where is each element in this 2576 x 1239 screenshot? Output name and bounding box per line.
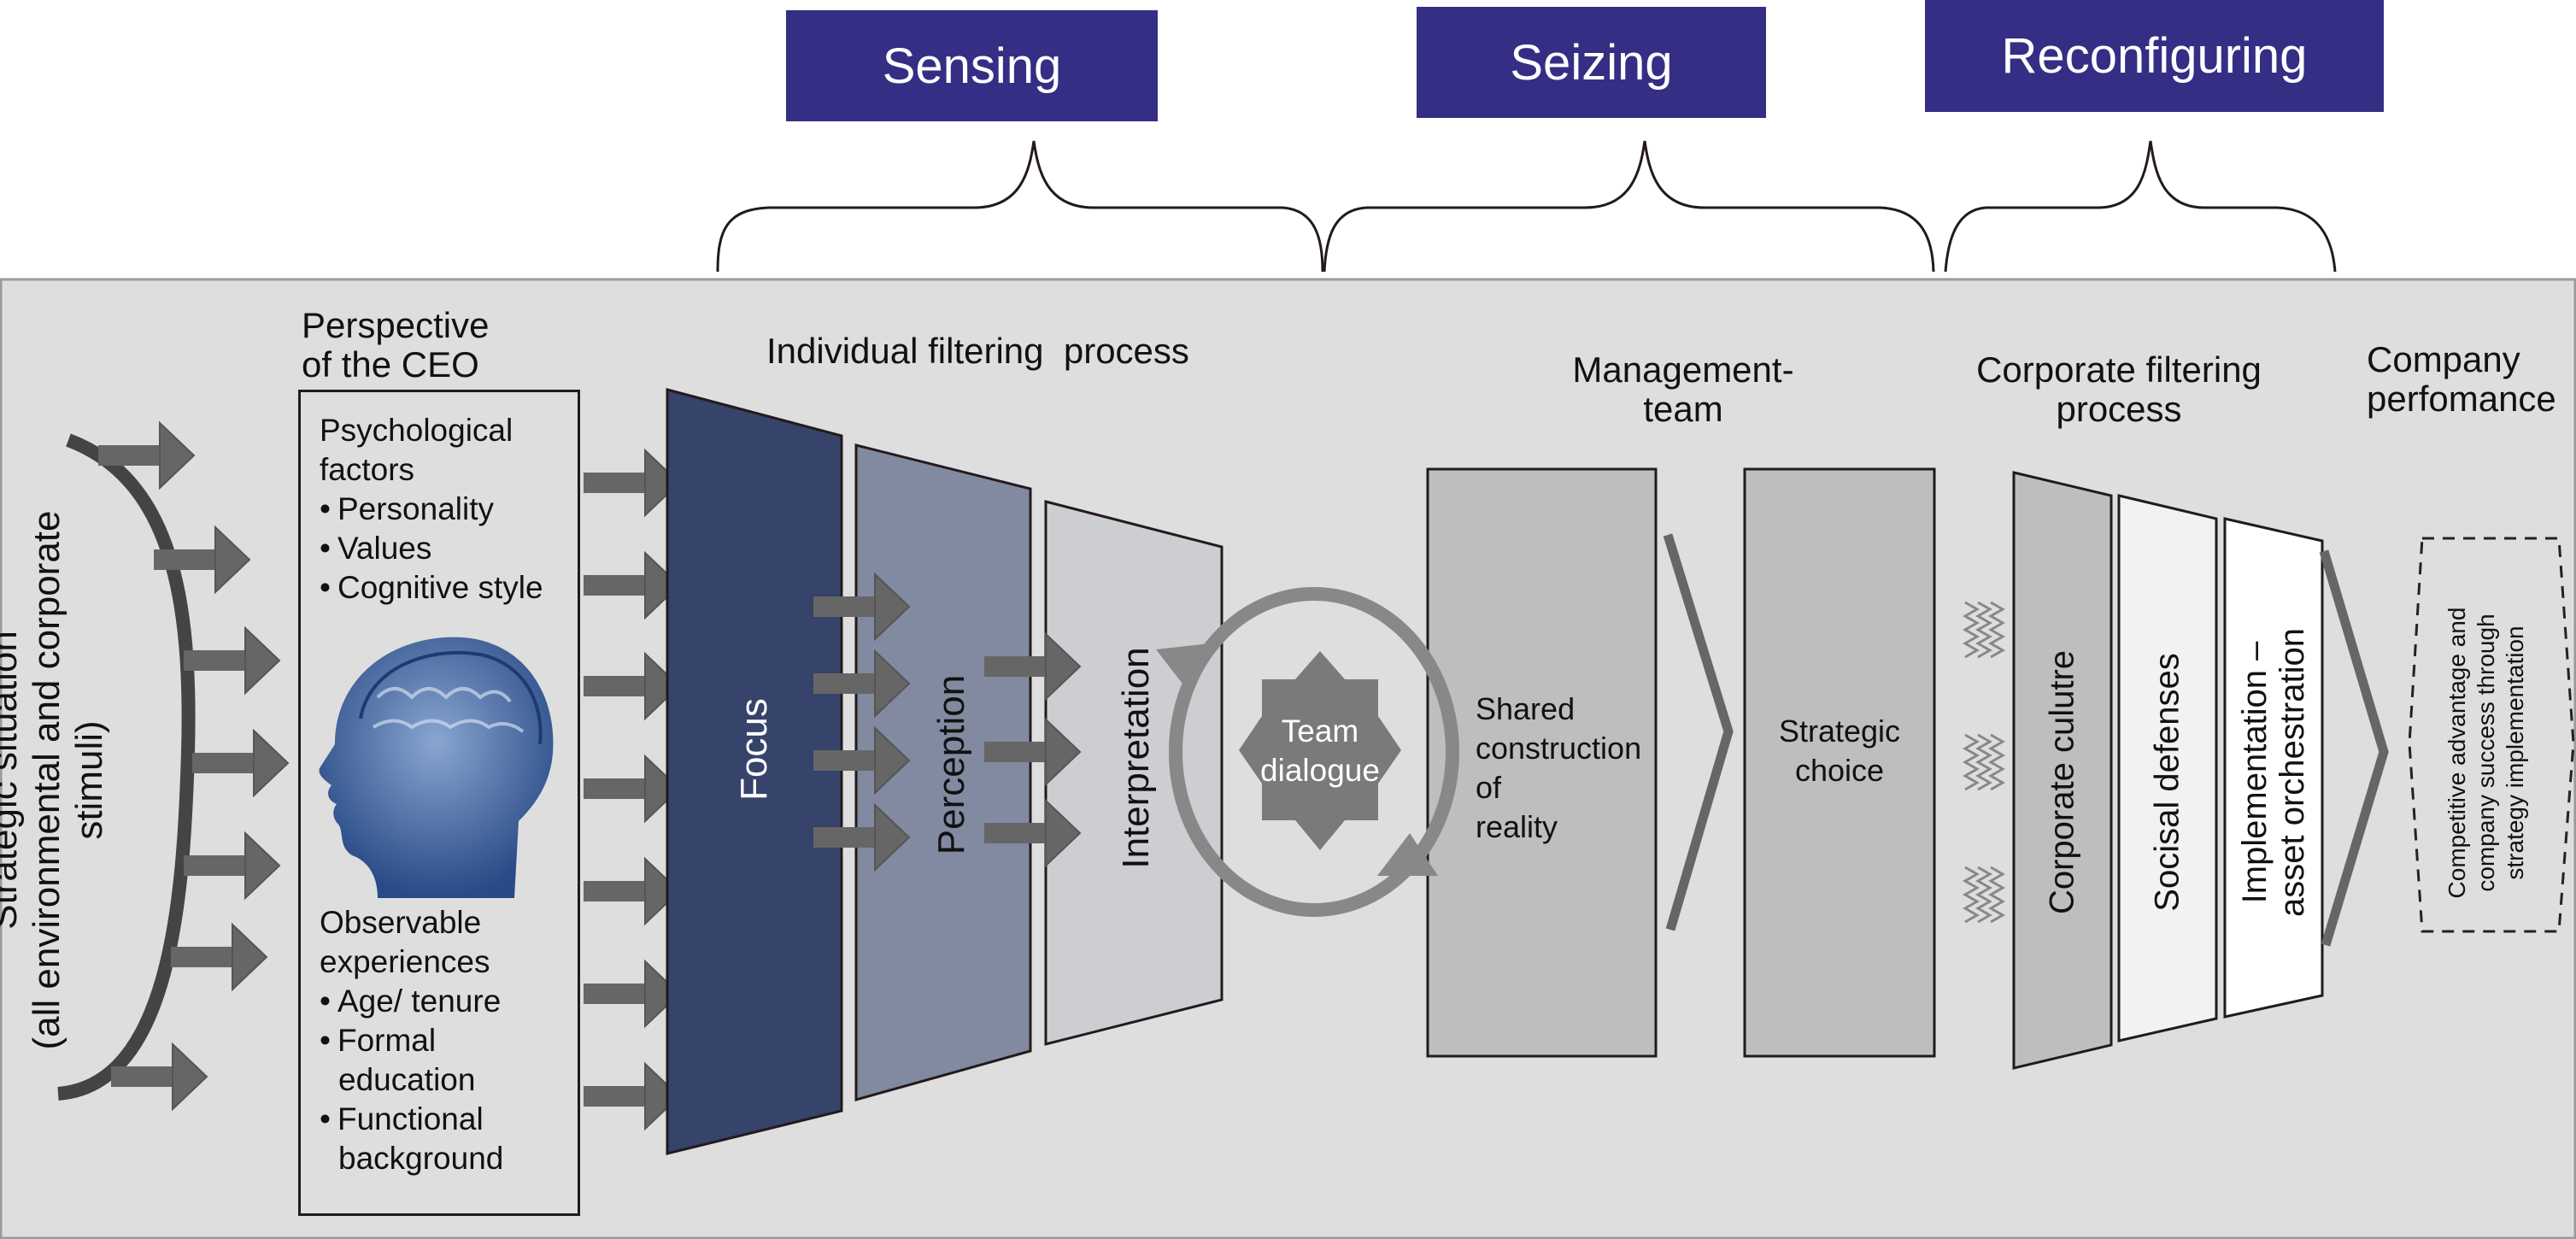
implementation-label: Implementation – asset orchestration: [2236, 628, 2311, 917]
list-item: Functional: [320, 1100, 503, 1139]
shared-construction-label: Shared construction of reality: [1476, 691, 1642, 844]
perception-to-interpretation-arrows: [983, 633, 1081, 866]
corporate-culture-stage: [2012, 471, 2113, 1070]
list-item: Cognitive style: [320, 568, 543, 608]
list-item: Personality: [320, 490, 543, 529]
corporate-filtering-title: Corporate filtering process: [1976, 349, 2262, 429]
perception-label: Perception: [930, 674, 972, 855]
list-item: background: [338, 1141, 504, 1176]
strategic-situation-label: Strategic situation (all environmental a…: [0, 510, 110, 1050]
phase-label: Sensing: [882, 38, 1062, 94]
wavy-lines: [1962, 601, 2006, 924]
social-defenses-label: Socisal defenses: [2148, 653, 2186, 912]
performance-outcome-label: Competitive advantage and company succes…: [2444, 607, 2528, 899]
phase-label: Seizing: [1510, 34, 1673, 91]
social-defenses-stage: [2117, 494, 2218, 1042]
cycle-arrowhead-bottom: [1377, 833, 1438, 876]
wave-icon: [1962, 601, 2006, 659]
brace-reconfiguring: [1944, 140, 2337, 273]
interpretation-label: Interpretation: [1115, 647, 1157, 869]
ceo-perspective-title: Perspective of the CEO: [302, 305, 490, 385]
ceo-perspective-box: Psychological factors Personality Values…: [298, 390, 580, 1216]
team-dialogue-star: [1239, 651, 1401, 850]
head-brain-icon: [319, 637, 554, 898]
list-item: education: [338, 1062, 476, 1097]
management-team-title: Management- team: [1572, 349, 1794, 429]
phase-label: Reconfiguring: [2001, 28, 2308, 84]
shared-construction-box: [1426, 467, 1658, 1058]
psychological-factors: Psychological factors Personality Values…: [320, 411, 543, 608]
list-item: Formal: [320, 1021, 503, 1060]
brace-seizing: [1323, 140, 1935, 273]
wave-icon: [1962, 866, 2006, 924]
wave-icon: [1962, 733, 2006, 791]
individual-filtering-title: Individual filtering process: [766, 331, 1189, 371]
phase-box-sensing: Sensing: [786, 10, 1158, 121]
company-performance-title: Company perfomance: [2367, 339, 2556, 419]
implementation-stage: [2223, 517, 2324, 1019]
chevron-to-strategic-choice: [1663, 533, 1734, 931]
focus-label: Focus: [733, 698, 775, 801]
chevron-to-performance: [2319, 549, 2389, 947]
team-dialogue-label: Team dialogue: [1260, 713, 1380, 788]
situation-arc: [57, 433, 196, 1101]
strategic-choice-label: Strategic choice: [1778, 713, 1901, 788]
corporate-culture-label: Corporate culutre: [2043, 649, 2081, 915]
list-item: Values: [320, 529, 543, 568]
phase-box-reconfiguring: Reconfiguring: [1925, 0, 2384, 112]
focus-stage: [666, 388, 843, 1155]
phase-box-seizing: Seizing: [1417, 7, 1766, 118]
strategic-choice-box: [1743, 467, 1936, 1058]
dialogue-cycle-ring: [1169, 587, 1459, 917]
observable-experiences: Observable experiences Age/ tenure Forma…: [320, 903, 503, 1178]
list-item: Age/ tenure: [320, 982, 503, 1021]
cycle-arrowhead-top: [1156, 643, 1218, 690]
brace-sensing: [716, 140, 1324, 273]
